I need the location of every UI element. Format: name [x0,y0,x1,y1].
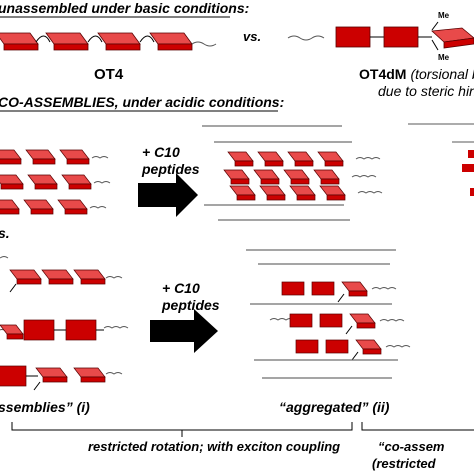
methyl-bond [345,325,353,335]
bracket [11,422,474,437]
oligomer-block [57,199,88,215]
left-oligomer-stack [0,149,111,215]
label-assemblies-i: ssemblies” (i) [0,399,90,415]
methyl-bond [33,381,41,391]
oligomer-block [23,199,54,215]
side-chain [103,326,129,329]
label-restricted-partial: (restricted [372,456,437,471]
methyl-bond [9,283,17,293]
stacked-block [313,169,340,185]
label-aggregated-ii: “aggregated” (ii) [279,399,390,415]
oligomer-block [35,367,68,383]
aggregated-block [319,313,343,328]
oligomer-block-flat [0,365,27,387]
side-chain [105,276,123,279]
ot4-label: OT4 [94,66,124,83]
oligomer-block [41,269,74,285]
side-chain [385,345,411,348]
stacked-block [223,169,250,185]
side-chain [93,181,111,184]
aggregated-block [311,281,335,296]
stacked-block [319,185,346,201]
side-chain [355,157,381,160]
stacked-block [253,169,280,185]
oligomer-block [9,269,42,285]
right-edge-partial-stack [408,123,474,196]
label-co-assembly-partial: “co-assem [378,439,445,454]
stacked-block [257,151,284,167]
oligomer-block [0,324,24,340]
stacked-block [227,151,254,167]
side-chain [0,256,9,259]
methyl-bond [337,293,345,303]
oligomer-block [73,269,106,285]
stacked-block [289,185,316,201]
co-assembly-stack-i [202,125,383,221]
stacked-block [229,185,256,201]
aggregated-block [341,281,368,297]
stacked-block [259,185,286,201]
aggregated-stack-ii [246,249,411,379]
methyl-label-top: Me [438,11,450,20]
ot4dm-note-line2: due to steric hin [378,83,474,99]
arrow2-label-line2: peptides [161,297,220,313]
oligomer-block-flat [65,319,97,341]
side-chain [379,319,405,322]
stacked-block [317,151,344,167]
side-chain [371,287,397,290]
aggregated-block [325,339,349,354]
oligomer-block [25,149,56,165]
oligomer-block [0,149,22,165]
side-chain [351,175,377,178]
oligomer-block [61,174,92,190]
methyl-bond [351,351,359,361]
left-oligomer-stack-2 [0,256,129,391]
aggregated-block [355,339,382,355]
arrow-add-peptides-1 [138,173,198,217]
methyl-label-bottom: Me [438,53,450,62]
side-chain [89,206,107,209]
arrow-add-peptides-2 [150,309,218,353]
oligomer-block [27,174,58,190]
aggregated-block [281,281,305,296]
ot4-oligomer [0,32,217,51]
arrow1-label-line2: peptides [141,161,200,177]
stacked-block [283,169,310,185]
vs-label: vs. [243,29,261,44]
label-restricted-rotation: restricted rotation; with exciton coupli… [88,439,340,454]
oligomer-block [0,199,20,215]
arrow1-label-line1: + C10 [142,144,180,160]
side-chain [105,372,123,375]
row2-prefix: s. [0,225,10,241]
oligomer-block-flat [23,319,55,341]
aggregated-block [295,339,319,354]
heading-basic-conditions: unassembled under basic conditions: [0,0,249,16]
oligomer-block [73,367,106,383]
oligomer-block [59,149,90,165]
oligomer-block [0,174,24,190]
side-chain [91,156,109,159]
ot4dm-label: OT4dM(torsional b [359,66,474,82]
heading-co-assemblies: CO-ASSEMBLIES, under acidic conditions: [0,94,284,110]
ot4dm-oligomer [287,21,474,51]
aggregated-block [289,313,313,328]
aggregated-block [349,313,376,329]
arrow2-label-line1: + C10 [162,280,200,296]
side-chain [357,191,383,194]
stacked-block [287,151,314,167]
